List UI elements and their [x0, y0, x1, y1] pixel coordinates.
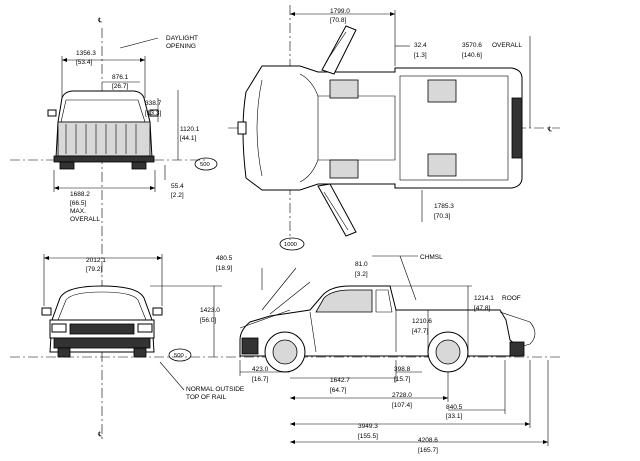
side-length-mm: 3949.3 [358, 423, 378, 430]
side-overall-mm: 4208.6 [418, 437, 438, 444]
rear-centerline-symbol: ℄ [97, 431, 103, 438]
plan-centerline-symbol: ℄ [547, 126, 553, 133]
scale-callout-rear [168, 348, 192, 362]
side-front-oh-in: [16.7] [252, 376, 268, 383]
side-wheelbase-in: [107.4] [392, 402, 412, 409]
side-hood-mm: 480.5 [216, 255, 233, 262]
side-chmsl-in: [3.2] [355, 271, 368, 278]
front-ground-in: [2.2] [171, 192, 184, 199]
side-rear-oh-mm: 840.5 [446, 404, 463, 411]
rear-note-1: NORMAL OUTSIDE [186, 386, 245, 393]
side-roof-label: ROOF [502, 295, 521, 302]
rear-note-2: TOP OF RAIL [186, 394, 227, 401]
front-view: 1356.3 [53.4] 876.1 [26.7] 338.7 [13.3] … [47, 17, 218, 223]
front-opening-mm: 338.7 [145, 100, 162, 107]
scale-callout-side-text: 1000 [284, 242, 297, 248]
side-box-in: [47.7] [412, 328, 428, 335]
side-front-oh-mm: 423.0 [252, 366, 269, 373]
front-opening-in: [13.3] [145, 110, 161, 117]
side-rear-oh-in: [33.1] [446, 413, 462, 420]
arrowheads [44, 12, 548, 444]
plan-view: 1799.0 [70.8] 32.4 [1.3] 3570.6 OVERALL … [237, 8, 553, 237]
plan-overall-label: OVERALL [492, 42, 522, 49]
front-inner-mm: 876.1 [112, 74, 129, 81]
front-height-in: [44.1] [180, 135, 196, 142]
front-overall-mm: 1688.2 [70, 191, 90, 198]
side-gap-in: [15.7] [394, 376, 410, 383]
front-height-mm: 1120.1 [180, 126, 200, 133]
side-chmsl-mm: 81.0 [355, 261, 368, 268]
daylight-label-1: DAYLIGHT [166, 35, 198, 42]
side-roof-in: [47.8] [474, 305, 490, 312]
front-inner-in: [26.7] [112, 83, 128, 90]
side-hood-in: [18.9] [216, 265, 232, 272]
front-overall-label-1: MAX. [70, 208, 86, 215]
scale-callout-front-text: 500 [200, 162, 210, 168]
side-overall-in: [165.7] [418, 447, 438, 454]
side-box-mm: 1210.6 [412, 318, 432, 325]
scale-callout-front [194, 157, 218, 171]
side-length-in: [155.5] [358, 433, 378, 440]
rear-height-in: [56.0] [200, 317, 216, 324]
rear-width-mm: 2012.1 [86, 257, 106, 264]
plan-overall-in: [140.6] [462, 52, 482, 59]
front-width-mm: 1356.3 [76, 50, 96, 57]
plan-cab-in: [70.8] [330, 17, 346, 24]
side-gap-mm: 398.8 [394, 366, 411, 373]
rear-height-mm: 1423.0 [200, 307, 220, 314]
side-cab-mm: 1642.7 [330, 377, 350, 384]
plan-door-in: [70.3] [434, 213, 450, 220]
front-width-in: [53.4] [76, 59, 92, 66]
front-ground-mm: 55.4 [171, 183, 184, 190]
rear-width-in: [79.2] [86, 266, 102, 273]
daylight-label-2: OPENING [166, 43, 196, 50]
side-cab-in: [64.7] [330, 387, 346, 394]
plan-cab-mm: 1799.0 [330, 8, 350, 15]
front-overall-in: [66.5] [70, 200, 86, 207]
scale-callout-side [279, 237, 305, 251]
plan-offset-in: [1.3] [414, 52, 427, 59]
plan-overall-mm: 3570.6 [462, 42, 482, 49]
side-view: 1000 480.5 [18.9] 81.0 [3.2] CHMSL 1214.… [216, 237, 549, 454]
side-roof-mm: 1214.1 [474, 295, 494, 302]
side-chmsl-label: CHMSL [420, 254, 443, 261]
scale-callout-rear-text: 500 [174, 353, 184, 359]
front-centerline-symbol: ℄ [97, 17, 103, 24]
plan-offset-mm: 32.4 [414, 42, 427, 49]
side-wheelbase-mm: 2728.0 [392, 392, 412, 399]
rear-view: 2012.1 [79.2] 1423.0 [56.0] 500 NORMAL O… [41, 254, 245, 438]
plan-door-mm: 1785.3 [434, 203, 454, 210]
front-overall-label-2: OVERALL [70, 216, 100, 223]
